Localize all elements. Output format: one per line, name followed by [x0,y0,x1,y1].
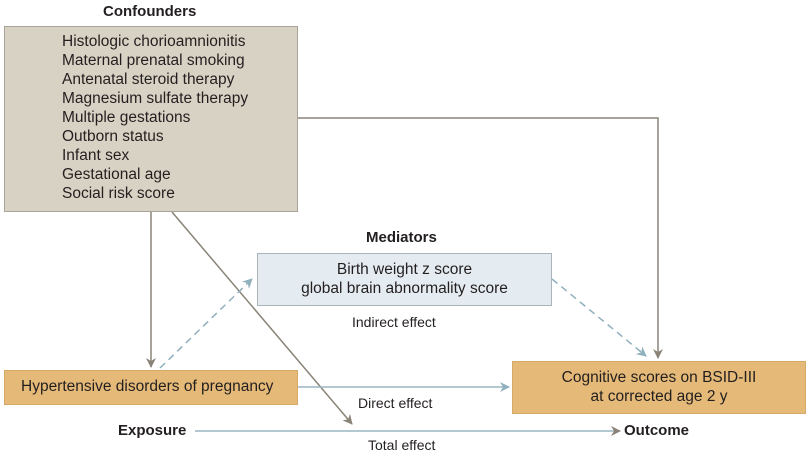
direct-effect-label: Direct effect [358,395,433,411]
exposure-box: Hypertensive disorders of pregnancy [4,370,298,405]
mediator-line: global brain abnormality score [301,280,508,297]
outcome-line: at corrected age 2 y [590,388,728,405]
total-effect-label: Total effect [368,437,436,453]
confounder-item: Gestational age [62,166,171,183]
outcome-line: Cognitive scores on BSID-III [561,369,757,386]
outcome-axis-label: Outcome [624,422,690,439]
exposure-to-mediator-arrow [159,278,253,369]
confounder-item: Antenatal steroid therapy [62,71,235,88]
confounder-to-outcome-arrow [298,117,663,359]
confounder-item: Multiple gestations [62,109,191,126]
indirect-effect-label: Indirect effect [352,314,436,330]
outcome-box: Cognitive scores on BSID-III at correcte… [512,361,806,414]
confounder-to-total-effect-arrow [171,211,353,425]
confounder-item: Infant sex [62,147,130,164]
exposure-axis-label: Exposure [118,422,187,439]
confounder-item: Maternal prenatal smoking [62,52,245,69]
confounder-item: Outborn status [62,128,164,145]
confounder-item: Histologic chorioamnionitis [62,33,246,50]
mediator-to-outcome-arrow [551,278,647,357]
confounder-item: Magnesium sulfate therapy [62,90,249,107]
confounders-box: Histologic chorioamnionitis Maternal pre… [4,26,298,212]
confounder-item: Social risk score [62,185,175,202]
mediators-box: Birth weight z score global brain abnorm… [257,253,552,306]
mediators-heading: Mediators [366,229,437,246]
mediator-line: Birth weight z score [336,261,473,278]
confounders-heading: Confounders [103,3,197,20]
